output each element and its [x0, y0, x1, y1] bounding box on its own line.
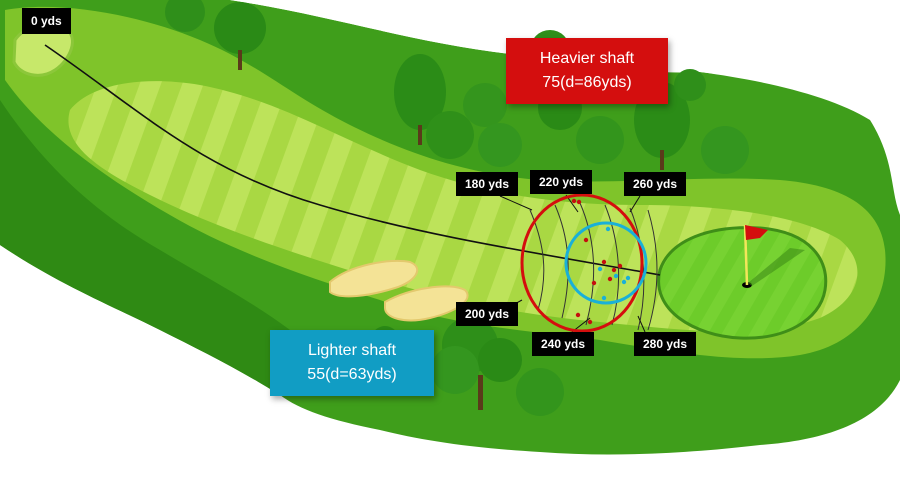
yardage-label-280: 280 yds — [634, 332, 697, 356]
heavier-shaft-dispersion — [520, 193, 644, 333]
putting-green — [657, 226, 828, 340]
flag-shadow — [748, 248, 805, 286]
heavier-shaft-value: 75(d=86yds) — [542, 74, 632, 91]
flag-pole — [743, 224, 749, 286]
flag — [745, 225, 768, 240]
yardage-label-200: 200 yds — [456, 302, 519, 326]
yardage-label-0: 0 yds — [22, 8, 71, 34]
distance-arcs — [529, 202, 658, 331]
lighter-shaft-dispersion — [564, 221, 648, 305]
tree-group-bottom — [371, 317, 564, 416]
course-border-bottom — [0, 250, 900, 493]
yardage-label-180: 180 yds — [456, 172, 519, 196]
lighter-shaft-value: 55(d=63yds) — [307, 366, 397, 383]
rough-edge — [0, 100, 290, 395]
bunker-1 — [329, 259, 419, 298]
yardage-label-260: 260 yds — [624, 172, 687, 196]
lighter-shaft-callout: Lighter shaft 55(d=63yds) — [270, 330, 434, 396]
heavier-shaft-callout: Heavier shaft 75(d=86yds) — [506, 38, 668, 104]
yardage-label-240: 240 yds — [532, 332, 595, 356]
lighter-shaft-title: Lighter shaft — [307, 342, 397, 359]
lighter-shaft-shots — [597, 226, 631, 301]
course-border-top — [230, 0, 900, 175]
heavier-shaft-shots — [571, 198, 623, 325]
heavier-shaft-title: Heavier shaft — [539, 50, 635, 67]
yardage-label-220: 220 yds — [530, 170, 593, 194]
